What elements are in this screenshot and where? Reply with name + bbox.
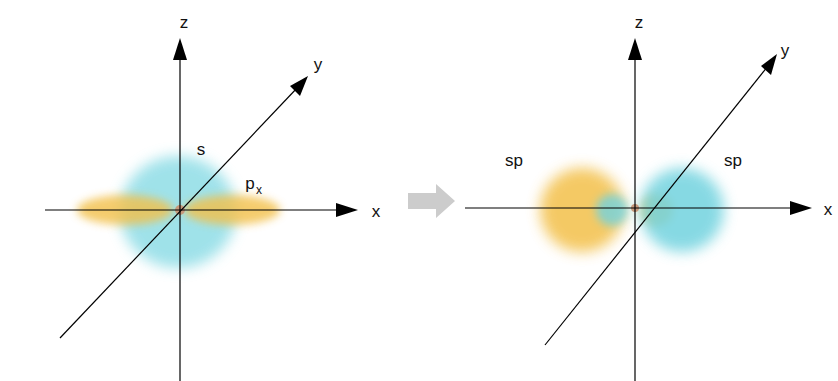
transition-arrow [408, 184, 455, 218]
orbital-subscript: x [256, 184, 262, 196]
axis-label: x [372, 203, 381, 220]
axis-label: y [781, 42, 790, 59]
axes-left [45, 52, 342, 381]
orbital-label: p [245, 175, 254, 192]
axis-arrowheads-left [173, 38, 358, 217]
axes-right [465, 52, 796, 381]
sp-orbital-right [596, 168, 724, 252]
axis-label: z [180, 14, 189, 31]
orbital-label: sp [505, 152, 523, 169]
axis-arrowheads-right [628, 38, 812, 215]
axis-label: z [635, 14, 644, 31]
orbital-label: s [197, 141, 206, 158]
axis-label: x [824, 201, 833, 218]
axis-label: y [314, 56, 323, 73]
orbital-label: sp [724, 152, 742, 169]
